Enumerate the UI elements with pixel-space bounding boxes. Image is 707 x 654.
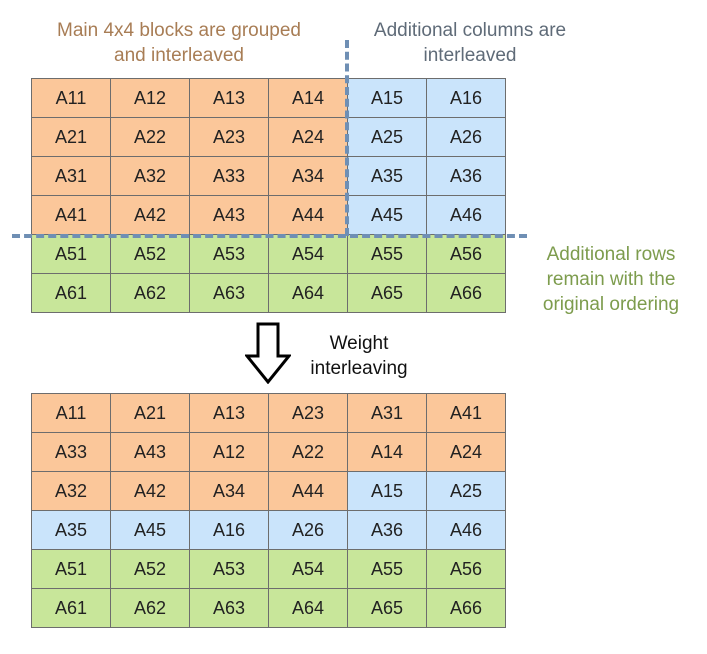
matrix-cell: A31: [32, 157, 111, 196]
down-arrow-icon: [245, 322, 291, 384]
matrix-cell: A33: [32, 433, 111, 472]
matrix-cell: A13: [190, 79, 269, 118]
matrix-cell: A16: [427, 79, 506, 118]
matrix-cell: A63: [190, 589, 269, 628]
matrix-cell: A23: [190, 118, 269, 157]
matrix-cell: A14: [348, 433, 427, 472]
matrix-cell: A45: [111, 511, 190, 550]
matrix-cell: A64: [269, 589, 348, 628]
matrix-cell: A51: [32, 235, 111, 274]
matrix-cell: A33: [190, 157, 269, 196]
matrix-cell: A62: [111, 589, 190, 628]
matrix-cell: A43: [190, 196, 269, 235]
additional-rows-label: Additional rows remain with the original…: [542, 244, 680, 315]
matrix-cell: A56: [427, 550, 506, 589]
matrix-cell: A41: [427, 394, 506, 433]
matrix-cell: A44: [269, 472, 348, 511]
matrix-cell: A54: [269, 235, 348, 274]
main-blocks-label: Main 4x4 blocks are grouped and interlea…: [57, 20, 301, 66]
matrix-cell: A25: [427, 472, 506, 511]
weight-interleaving-label: Weight interleaving: [310, 333, 408, 379]
matrix-cell: A52: [111, 235, 190, 274]
matrix-cell: A64: [269, 274, 348, 313]
matrix-cell: A12: [190, 433, 269, 472]
matrix-cell: A66: [427, 589, 506, 628]
matrix-cell: A52: [111, 550, 190, 589]
matrix-cell: A21: [111, 394, 190, 433]
matrix-cell: A65: [348, 274, 427, 313]
matrix-cell: A26: [269, 511, 348, 550]
matrix-cell: A34: [269, 157, 348, 196]
matrix-cell: A15: [348, 472, 427, 511]
matrix-cell: A23: [269, 394, 348, 433]
matrix-cell: A26: [427, 118, 506, 157]
matrix-cell: A56: [427, 235, 506, 274]
matrix-cell: A13: [190, 394, 269, 433]
additional-columns-label: Additional columns are interleaved: [373, 20, 567, 66]
matrix-cell: A35: [348, 157, 427, 196]
matrix-cell: A15: [348, 79, 427, 118]
matrix-cell: A36: [427, 157, 506, 196]
matrix-cell: A22: [111, 118, 190, 157]
matrix-cell: A11: [32, 394, 111, 433]
matrix-cell: A14: [269, 79, 348, 118]
matrix-cell: A55: [348, 235, 427, 274]
matrix-cell: A32: [32, 472, 111, 511]
matrix-cell: A41: [32, 196, 111, 235]
matrix-cell: A54: [269, 550, 348, 589]
matrix-cell: A24: [269, 118, 348, 157]
matrix-cell: A53: [190, 550, 269, 589]
matrix-cell: A25: [348, 118, 427, 157]
matrix-cell: A53: [190, 235, 269, 274]
matrix-cell: A12: [111, 79, 190, 118]
matrix-cell: A51: [32, 550, 111, 589]
matrix-cell: A42: [111, 196, 190, 235]
matrix-cell: A43: [111, 433, 190, 472]
matrix-cell: A24: [427, 433, 506, 472]
matrix-cell: A35: [32, 511, 111, 550]
matrix-cell: A46: [427, 511, 506, 550]
matrix-cell: A31: [348, 394, 427, 433]
matrix-cell: A63: [190, 274, 269, 313]
matrix-cell: A11: [32, 79, 111, 118]
matrix-cell: A61: [32, 589, 111, 628]
matrix-cell: A34: [190, 472, 269, 511]
row-partition-line: [12, 234, 527, 238]
matrix-cell: A21: [32, 118, 111, 157]
matrix-cell: A62: [111, 274, 190, 313]
matrix-cell: A36: [348, 511, 427, 550]
matrix-cell: A55: [348, 550, 427, 589]
matrix-cell: A32: [111, 157, 190, 196]
matrix-cell: A46: [427, 196, 506, 235]
column-partition-line: [345, 40, 349, 236]
matrix-cell: A65: [348, 589, 427, 628]
matrix-cell: A66: [427, 274, 506, 313]
matrix-cell: A16: [190, 511, 269, 550]
matrix-cell: A45: [348, 196, 427, 235]
matrix-cell: A42: [111, 472, 190, 511]
matrix-cell: A44: [269, 196, 348, 235]
matrix-cell: A22: [269, 433, 348, 472]
matrix-cell: A61: [32, 274, 111, 313]
